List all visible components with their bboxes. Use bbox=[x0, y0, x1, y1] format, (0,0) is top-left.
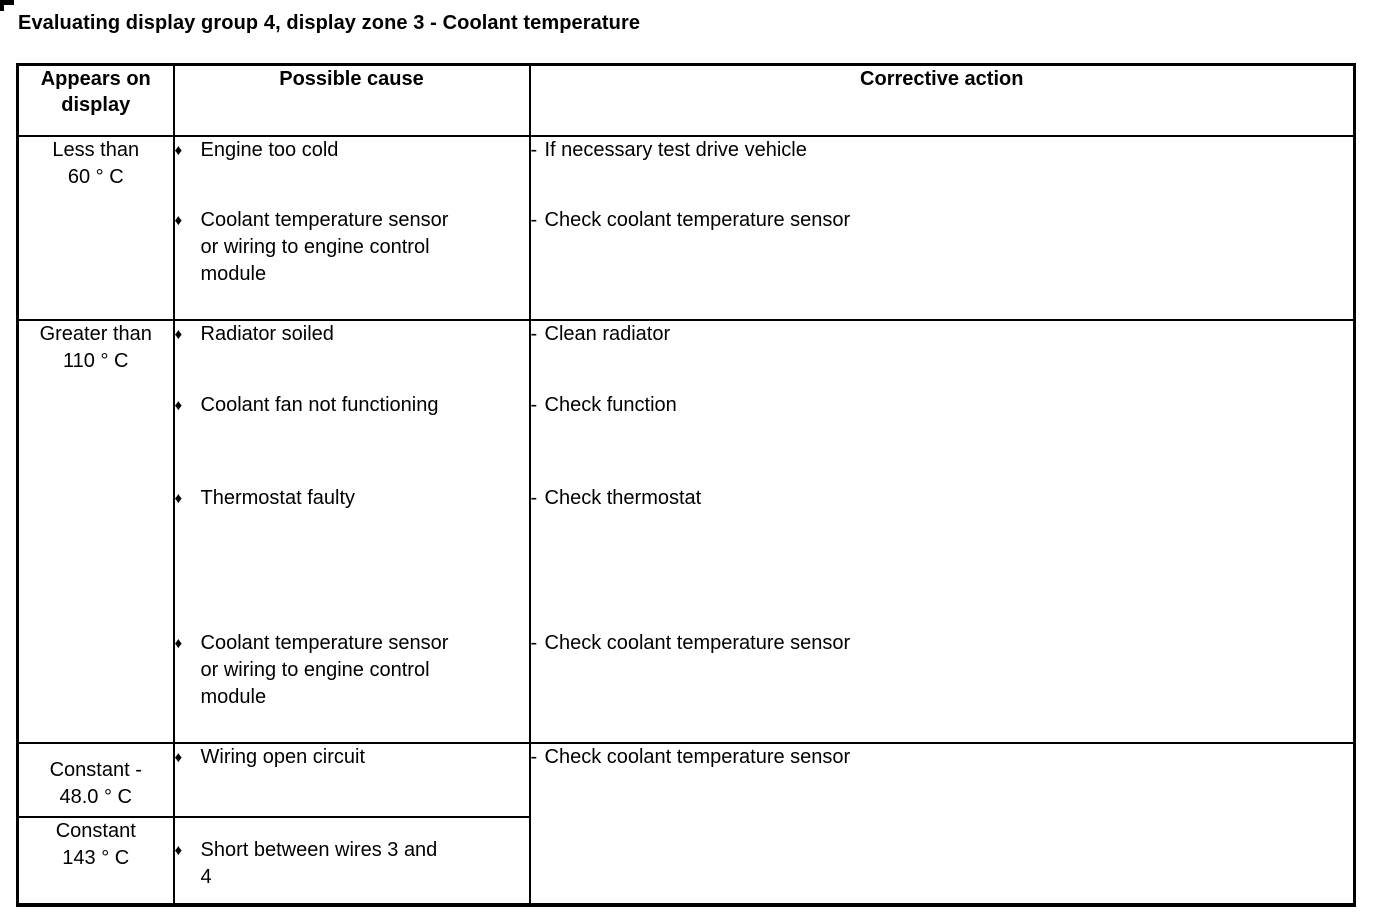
action-text: Check coolant temperature sensor bbox=[544, 631, 851, 654]
table-row: Constant - 48.0 ° C ♦ Wiring open circui… bbox=[16, 741, 1356, 906]
dash-bullet: - bbox=[530, 486, 538, 509]
diamond-bullet-icon: ♦ bbox=[174, 634, 183, 652]
display-value-cell: Constant 143 ° C bbox=[16, 815, 175, 906]
page-title: Evaluating display group 4, display zone… bbox=[18, 12, 641, 34]
cause-item: ♦ Coolant temperature sensor or wiring t… bbox=[174, 207, 528, 288]
column-header-appears-on-display: Appears on display bbox=[16, 63, 175, 137]
diamond-bullet-icon: ♦ bbox=[174, 748, 183, 766]
action-item: - Check thermostat bbox=[530, 485, 1353, 512]
dash-bullet: - bbox=[530, 631, 538, 654]
dash-bullet: - bbox=[530, 322, 538, 345]
cause-item: ♦ Thermostat faulty bbox=[174, 485, 528, 512]
action-text: Check coolant temperature sensor bbox=[544, 208, 851, 231]
display-value-cell: Greater than 110 ° C bbox=[16, 318, 175, 744]
cause-text: Short between wires 3 and 4 bbox=[200, 838, 438, 888]
scan-artifact-mark bbox=[0, 0, 14, 5]
action-text: Check thermostat bbox=[544, 486, 702, 509]
action-text: Check function bbox=[544, 393, 677, 416]
display-value-cell: Constant - 48.0 ° C bbox=[16, 741, 175, 818]
cause-text: Coolant temperature sensor or wiring to … bbox=[200, 631, 449, 708]
possible-cause-cell: ♦ Engine too cold ♦ Coolant temperature … bbox=[172, 134, 531, 321]
possible-cause-cell: ♦ Radiator soiled ♦ Coolant fan not func… bbox=[172, 318, 531, 744]
cause-item: ♦ Engine too cold bbox=[174, 138, 528, 164]
cause-item: ♦ Coolant temperature sensor or wiring t… bbox=[174, 630, 528, 711]
dash-bullet: - bbox=[530, 208, 538, 231]
possible-cause-cell: ♦ Wiring open circuit bbox=[172, 741, 531, 818]
column-header-possible-cause: Possible cause bbox=[172, 63, 531, 137]
table-header-row: Appears on display Possible cause Correc… bbox=[16, 63, 1356, 137]
diagnostic-table: Appears on display Possible cause Correc… bbox=[16, 63, 1356, 907]
table-row: Less than 60 ° C ♦ Engine too cold ♦ Coo… bbox=[16, 134, 1356, 321]
scan-artifact-mark bbox=[0, 0, 4, 11]
corrective-action-cell: - If necessary test drive vehicle - Chec… bbox=[528, 134, 1356, 321]
action-text: Clean radiator bbox=[544, 322, 671, 345]
action-item: - Check function bbox=[530, 392, 1353, 419]
cause-text: Engine too cold bbox=[200, 138, 339, 161]
diamond-bullet-icon: ♦ bbox=[174, 211, 183, 229]
table-row: Greater than 110 ° C ♦ Radiator soiled ♦… bbox=[16, 318, 1356, 744]
action-item: - Check coolant temperature sensor bbox=[530, 630, 1353, 657]
action-item: - Clean radiator bbox=[530, 322, 1353, 348]
display-value-cell: Less than 60 ° C bbox=[16, 134, 175, 321]
dash-bullet: - bbox=[530, 393, 538, 416]
column-header-corrective-action: Corrective action bbox=[528, 63, 1356, 137]
table-row: Constant 143 ° C ♦ Short between wires 3… bbox=[16, 815, 1355, 906]
cause-text: Thermostat faulty bbox=[200, 486, 356, 509]
action-item: - Check coolant temperature sensor bbox=[530, 207, 1353, 234]
corrective-action-cell-merged: - Check coolant temperature sensor bbox=[528, 741, 1356, 906]
action-item: - If necessary test drive vehicle bbox=[530, 138, 1353, 164]
action-text: If necessary test drive vehicle bbox=[544, 138, 807, 161]
action-text: Check coolant temperature sensor bbox=[544, 745, 851, 768]
diamond-bullet-icon: ♦ bbox=[174, 841, 183, 859]
cause-text: Coolant temperature sensor or wiring to … bbox=[200, 208, 449, 285]
cause-text: Coolant fan not functioning bbox=[200, 393, 439, 416]
cause-item: ♦ Coolant fan not functioning bbox=[174, 392, 528, 419]
diamond-bullet-icon: ♦ bbox=[174, 325, 183, 343]
dash-bullet: - bbox=[530, 138, 538, 161]
possible-cause-cell: ♦ Short between wires 3 and 4 bbox=[172, 815, 531, 906]
cause-item: ♦ Radiator soiled bbox=[174, 322, 528, 348]
corrective-action-cell: - Clean radiator - Check function - Chec… bbox=[528, 318, 1356, 744]
diamond-bullet-icon: ♦ bbox=[174, 141, 183, 159]
cause-text: Wiring open circuit bbox=[200, 745, 366, 768]
diamond-bullet-icon: ♦ bbox=[174, 489, 183, 507]
dash-bullet: - bbox=[530, 745, 538, 768]
cause-item: ♦ Wiring open circuit bbox=[174, 745, 528, 771]
diamond-bullet-icon: ♦ bbox=[174, 396, 183, 414]
cause-item: ♦ Short between wires 3 and 4 bbox=[174, 837, 528, 891]
action-item: - Check coolant temperature sensor bbox=[530, 745, 1353, 771]
cause-text: Radiator soiled bbox=[200, 322, 334, 345]
